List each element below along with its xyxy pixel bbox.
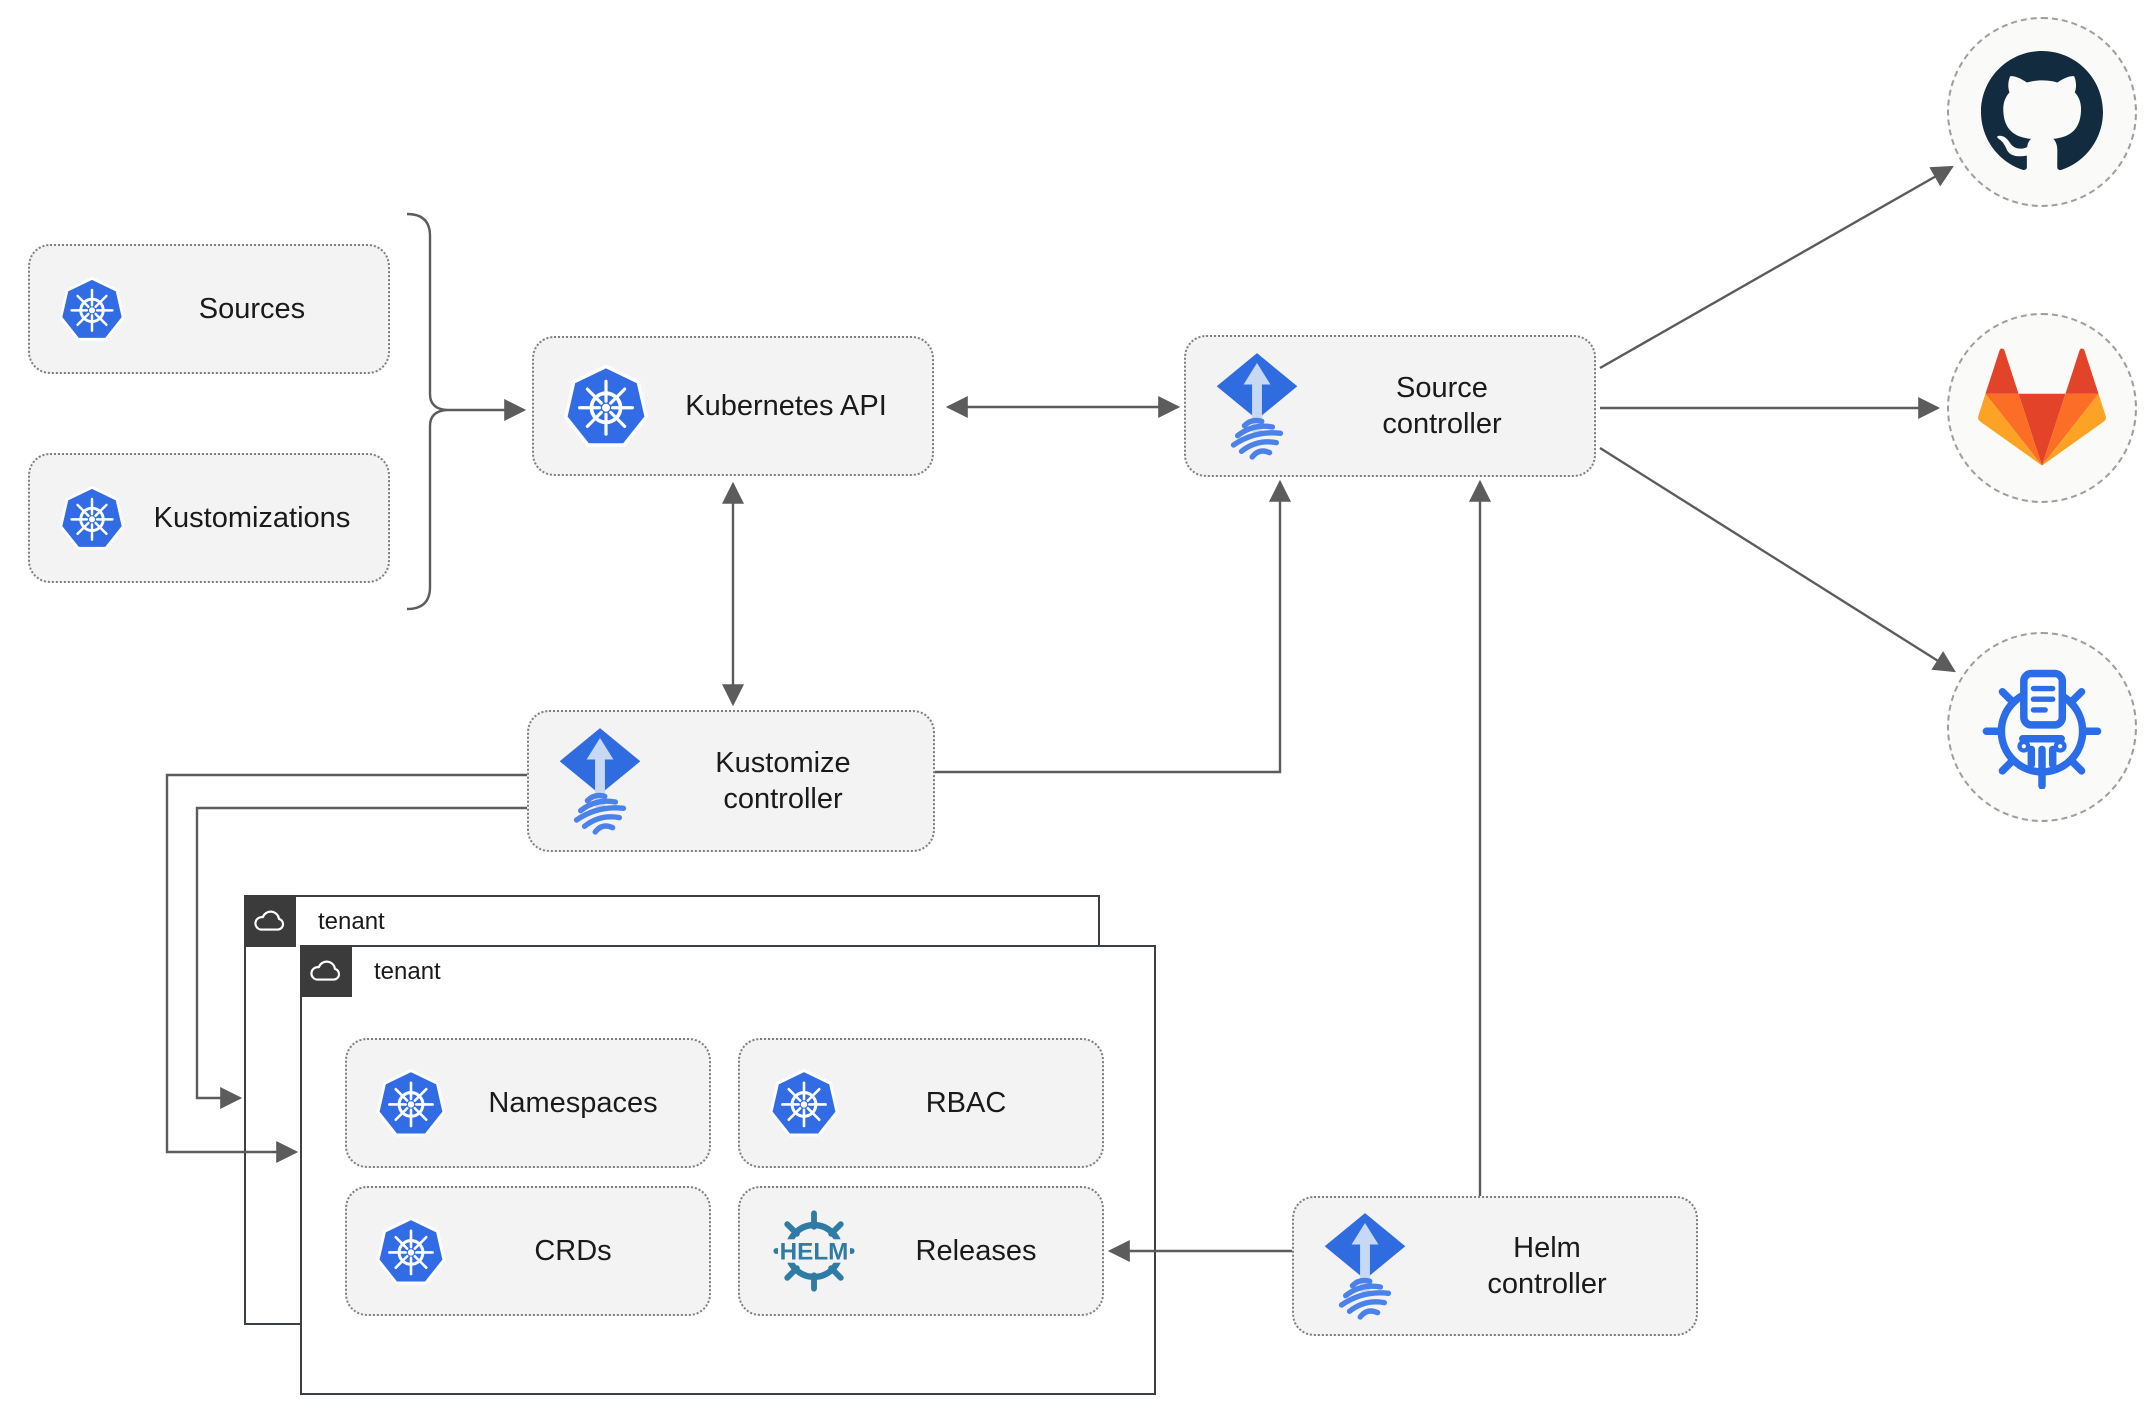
- endpoint-chart-repository: [1947, 632, 2137, 822]
- node-label: Namespaces: [488, 1086, 658, 1119]
- node-label: CRDs: [534, 1234, 612, 1267]
- gitlab-icon: [1978, 348, 2106, 466]
- edge-source-to-github: [1599, 165, 1954, 370]
- node-kustomize-controller: Kustomize controller: [527, 710, 935, 852]
- node-label: Kubernetes API: [685, 389, 887, 422]
- node-rbac: RBAC: [738, 1038, 1104, 1168]
- node-label: Kustomizations: [153, 501, 351, 534]
- endpoint-github: [1947, 17, 2137, 207]
- node-namespaces: Namespaces: [345, 1038, 711, 1168]
- kubernetes-icon: [58, 275, 126, 343]
- kubernetes-icon: [562, 362, 650, 450]
- node-label: Releases: [915, 1234, 1037, 1267]
- cloud-icon: [308, 958, 344, 984]
- flux-icon: [557, 726, 643, 836]
- tenant-label: tenant: [374, 958, 441, 985]
- helm-wordmark: HELM: [780, 1238, 849, 1265]
- endpoint-gitlab: [1947, 313, 2137, 503]
- node-label: RBAC: [925, 1086, 1007, 1119]
- node-kustomizations: Kustomizations: [28, 453, 390, 583]
- edge-source-to-chart-repository: [1599, 446, 1956, 673]
- kubernetes-icon: [768, 1067, 840, 1139]
- flux-icon: [1322, 1211, 1408, 1321]
- kubernetes-icon: [58, 484, 126, 552]
- flux-icon: [1214, 351, 1300, 461]
- edge-kustomize-to-source-controller: [935, 479, 1291, 774]
- node-helm-controller: Helm controller: [1292, 1196, 1698, 1336]
- kubernetes-icon: [375, 1067, 447, 1139]
- node-label: Helm controller: [1487, 1231, 1607, 1300]
- kubernetes-icon: [375, 1215, 447, 1287]
- node-label: Source controller: [1382, 371, 1502, 440]
- helm-icon: HELM: [768, 1205, 860, 1297]
- node-releases: HELM Releases: [738, 1186, 1104, 1316]
- cloud-icon: [252, 908, 288, 934]
- tenant-badge: [300, 945, 352, 997]
- chart-repository-icon: [1982, 669, 2102, 789]
- node-label: Sources: [198, 292, 306, 325]
- bracket-sources-kustomizations: [406, 212, 448, 611]
- github-icon: [1981, 51, 2103, 170]
- node-kubernetes-api: Kubernetes API: [532, 336, 934, 476]
- node-sources: Sources: [28, 244, 390, 374]
- node-crds: CRDs: [345, 1186, 711, 1316]
- node-label: Kustomize controller: [715, 746, 851, 815]
- tenant-box-front: tenant: [300, 945, 1156, 1395]
- tenant-badge: [244, 895, 296, 947]
- tenant-label: tenant: [318, 908, 385, 935]
- node-source-controller: Source controller: [1184, 335, 1596, 477]
